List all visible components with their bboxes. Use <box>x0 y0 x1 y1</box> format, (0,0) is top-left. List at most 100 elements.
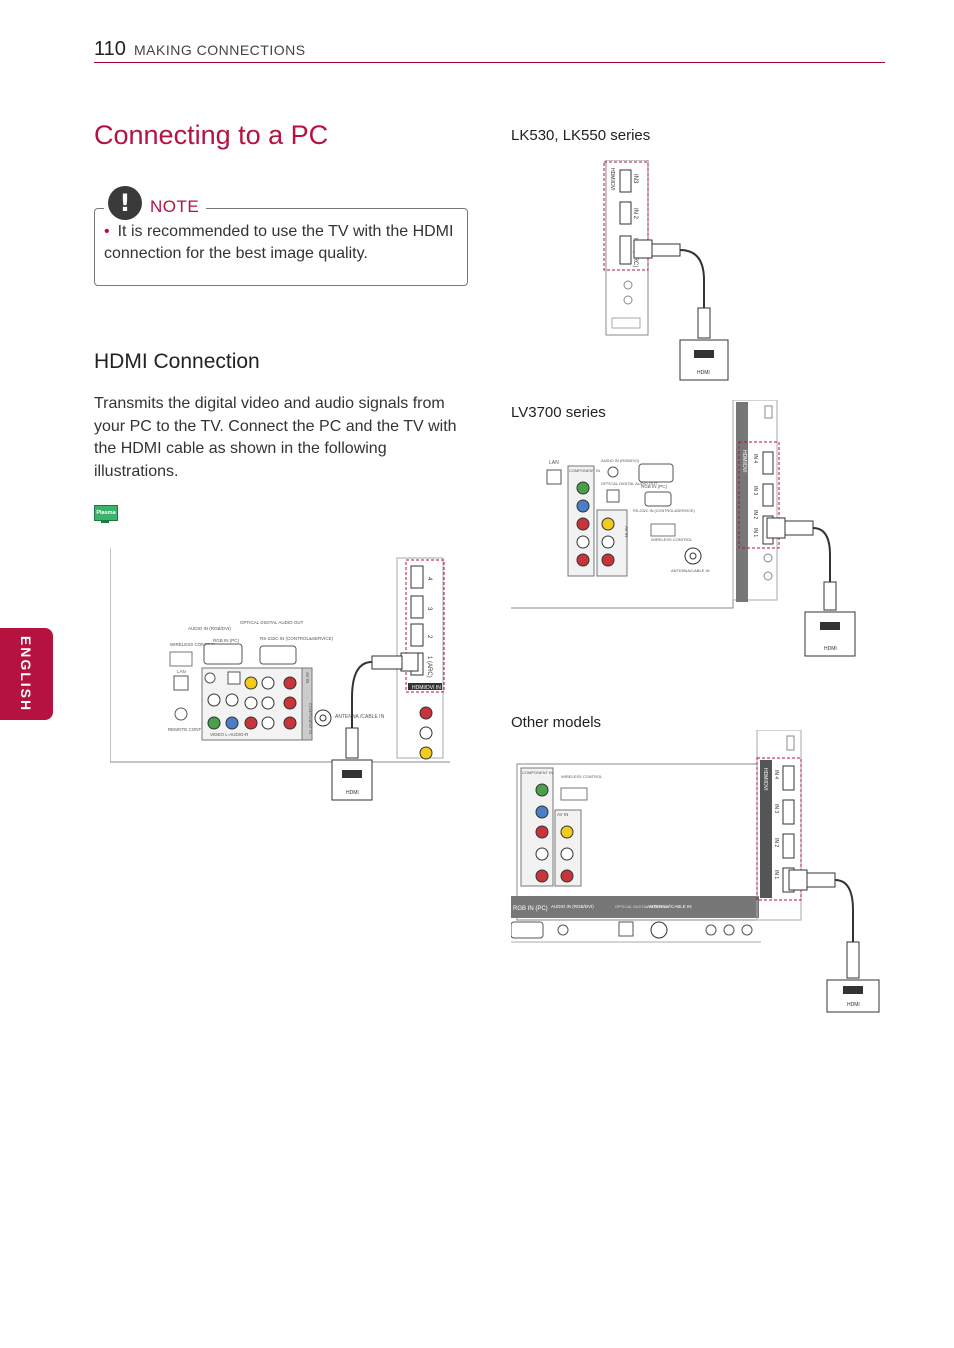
plasma-pc-hdmi-port <box>342 770 362 778</box>
other-hdmi-port-3 <box>782 799 795 825</box>
plasma-optical-port <box>227 671 241 685</box>
caption-other-models: Other models <box>511 714 602 731</box>
other-pc-hdmi-box <box>826 979 880 1013</box>
other-jack-b <box>723 924 735 936</box>
other-antenna-jack <box>650 921 668 939</box>
plasma-video-audio-label: VIDEO L-AUDIO-R <box>210 732 249 737</box>
lv3700-antenna-label: ANTENNA/CABLE IN <box>671 568 710 573</box>
plasma-port-label-4: 4 <box>426 577 432 581</box>
other-audio-in-label: AUDIO IN (RGB/DVI) <box>551 904 594 909</box>
plasma-rgb-port <box>203 643 243 665</box>
lv3700-side-panel <box>732 400 778 601</box>
other-jack-a <box>705 924 717 936</box>
other-hdmi-port-2 <box>782 833 795 859</box>
other-models-diagram: HDMI/DVI IN 4 IN 3 IN 2 IN 1 COMPONENT I… <box>511 730 880 1013</box>
note-label: NOTE <box>150 197 200 216</box>
lk530-hdmi-plug <box>633 239 653 259</box>
plasma-component-r-jack <box>283 716 297 730</box>
lv3700-av-video-jack <box>601 517 615 531</box>
lv3700-av-r-jack <box>601 553 615 567</box>
bullet: • <box>104 223 110 240</box>
plasma-port-label-2: 2 <box>426 635 432 639</box>
lv3700-component-pr-jack <box>576 517 590 531</box>
lv3700-rs232-port <box>644 491 672 507</box>
plasma-component-l-jack <box>261 716 275 730</box>
other-av-r-jack <box>560 869 574 883</box>
lv3700-optical-label: OPTICAL DIGITAL AUDIO OUT <box>601 481 658 486</box>
other-bottom-strip <box>511 896 759 918</box>
lv3700-audio-in-jack <box>607 466 619 478</box>
plasma-hdmi-ports: 4 3 2 1 (ARC) HDMI/DVI IN <box>408 565 442 691</box>
other-av-l-jack <box>560 847 574 861</box>
other-side-strip <box>760 760 772 898</box>
lv3700-side-jack-a <box>763 553 773 563</box>
plasma-side-jack-white <box>419 726 433 740</box>
lv3700-audio-in-label: AUDIO IN (RGB/DVI) <box>601 458 640 463</box>
lk530-pc-hdmi-box <box>679 339 729 381</box>
lv3700-av-in-label: AV IN <box>624 526 629 537</box>
lv3700-side-jack-b <box>763 571 773 581</box>
other-component-pb-jack <box>535 805 549 819</box>
lv3700-optical-port <box>606 489 620 503</box>
lv3700-component-r-jack <box>576 553 590 567</box>
lv3700-port-label-4: IN 4 <box>752 454 758 463</box>
plasma-av-audio-r-jack <box>283 676 297 690</box>
page-title: Connecting to a PC <box>94 120 329 150</box>
lv3700-antenna-pin <box>689 552 697 560</box>
other-hdmi-cable <box>834 879 854 942</box>
hdmi-description: Transmits the digital video and audio si… <box>94 395 457 480</box>
plasma-component-pr-jack <box>244 716 258 730</box>
other-jack-c <box>741 924 753 936</box>
plasma-av-video-jack <box>244 676 258 690</box>
note-box <box>94 208 468 286</box>
lv3700-wireless-label: WIRELESS CONTROL <box>651 537 693 542</box>
lv3700-hdmi-highlight <box>738 441 780 549</box>
lv3700-pc-hdmi-port <box>820 622 840 630</box>
lv3700-port-label-3: IN 3 <box>752 486 758 495</box>
other-port-label-1: IN 1 <box>773 870 779 879</box>
page-number: 110 <box>94 38 126 60</box>
plasma-badge: Plasma <box>94 505 118 521</box>
lk530-port-label-2: IN 2 <box>632 208 638 220</box>
other-wireless-port <box>560 787 588 801</box>
english-tab: ENGLISH <box>0 628 53 720</box>
other-pc-hdmi-port <box>843 986 863 994</box>
other-optical-label: OPTICAL DIGITAL AUDIO OUT <box>615 904 672 909</box>
plasma-side-jack-yellow <box>419 746 433 760</box>
other-rgb-port <box>511 921 544 939</box>
plasma-hdmi-port-2 <box>410 623 424 647</box>
lk530-small-port <box>611 317 641 329</box>
other-component-l-jack <box>535 847 549 861</box>
lv3700-component-y-jack <box>576 481 590 495</box>
plasma-diagram: 4 3 2 1 (ARC) HDMI/DVI IN WIRELESS CONTR… <box>110 548 450 801</box>
lv3700-hdmi-port-3 <box>762 483 774 507</box>
plasma-av-in-label: AV IN <box>305 672 310 683</box>
other-hdmi-port-4 <box>782 765 795 791</box>
other-av-video-jack <box>560 825 574 839</box>
lv3700-side-strip <box>736 402 748 602</box>
lv3700-usb-port <box>764 405 773 419</box>
plasma-jack-d <box>261 696 275 710</box>
plasma-av-audio-l-jack <box>261 676 275 690</box>
lv3700-pc-hdmi-label: HDMI <box>824 646 837 652</box>
other-component-block <box>520 767 554 887</box>
plasma-badge-stand <box>101 520 109 523</box>
plasma-rs232-label: RS-232C IN (CONTROL&SERVICE) <box>260 636 334 641</box>
lv3700-hdmi-plug <box>766 517 786 539</box>
lv3700-hdmi-cable <box>812 527 831 582</box>
other-av-in-label: AV IN <box>557 812 568 817</box>
other-port-label-3: IN 3 <box>773 804 779 813</box>
other-usb-port <box>786 735 795 751</box>
other-rgb-label: RGB IN (PC) <box>513 906 548 912</box>
hdmi-section-title: HDMI Connection <box>94 350 260 373</box>
plasma-remote-label: REMOTE CONTROL IN <box>168 727 216 732</box>
other-hdmi-plug-body <box>806 872 836 888</box>
lv3700-diagram: HDMI/DVI IN 4 IN 3 IN 2 IN 1 LAN COMPONE… <box>511 400 856 657</box>
english-tab-label: ENGLISH <box>18 635 34 713</box>
lk530-pc-hdmi-port <box>694 350 714 358</box>
caption-lk530: LK530, LK550 series <box>511 127 651 144</box>
other-pc-hdmi-label: HDMI <box>847 1002 860 1008</box>
lk530-hdmi-port-2 <box>619 201 632 225</box>
other-hdmi-highlight <box>756 757 802 901</box>
plasma-jack-c <box>244 696 258 710</box>
